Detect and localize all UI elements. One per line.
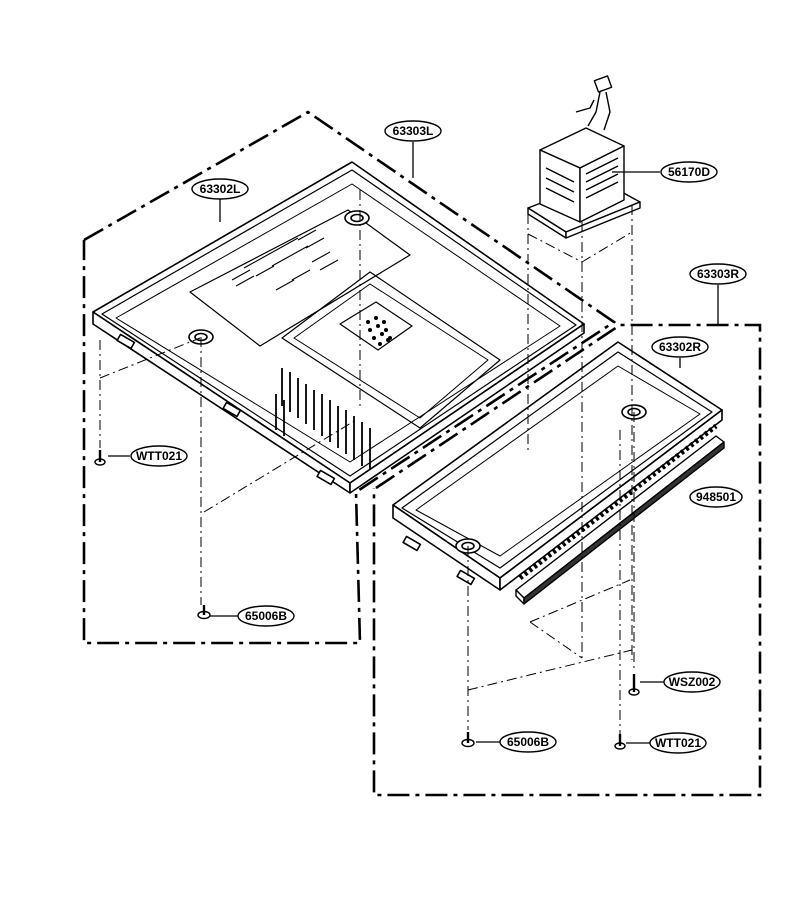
group-boundary-left (82, 110, 617, 645)
label-65006B-left: 65006B (237, 605, 295, 627)
center-holes-left (366, 316, 392, 346)
transformer (527, 75, 641, 239)
label-65006B-left-text: 65006B (245, 609, 287, 623)
label-63302R-text: 63302R (659, 340, 701, 354)
label-56170D-text: 56170D (668, 165, 710, 179)
label-WTT021-right-text: WTT021 (655, 736, 701, 750)
label-WTT021-left-text: WTT021 (136, 449, 182, 463)
label-948501-text: 948501 (696, 490, 736, 504)
label-948501: 948501 (689, 486, 743, 508)
label-WSZ002-text: WSZ002 (669, 675, 716, 689)
screw-wtt021-right (614, 734, 626, 750)
label-63303L-text: 63303L (393, 124, 434, 138)
label-65006B-right: 65006B (499, 731, 557, 753)
label-63303R-text: 63303R (697, 267, 739, 281)
vent-slots-left (231, 229, 339, 291)
label-WTT021-right: WTT021 (649, 732, 707, 754)
assembly-lines (99, 190, 635, 735)
label-63302L: 63302L (191, 178, 249, 200)
label-65006B-right-text: 65006B (507, 735, 549, 749)
label-63302R: 63302R (651, 336, 709, 358)
label-63303L: 63303L (384, 120, 442, 142)
screw-wtt021-left (94, 450, 106, 466)
label-WSZ002: WSZ002 (663, 671, 721, 693)
label-WTT021-left: WTT021 (130, 445, 188, 467)
grille-left (275, 368, 371, 470)
foot-65006b-left (197, 605, 211, 620)
base-plate-left (92, 161, 585, 494)
label-63303R: 63303R (689, 263, 747, 285)
label-56170D: 56170D (660, 161, 718, 183)
screw-wsz002 (628, 674, 640, 696)
group-boundary-right (372, 323, 762, 797)
label-63302L-text: 63302L (200, 182, 241, 196)
foot-65006b-right (461, 732, 475, 748)
